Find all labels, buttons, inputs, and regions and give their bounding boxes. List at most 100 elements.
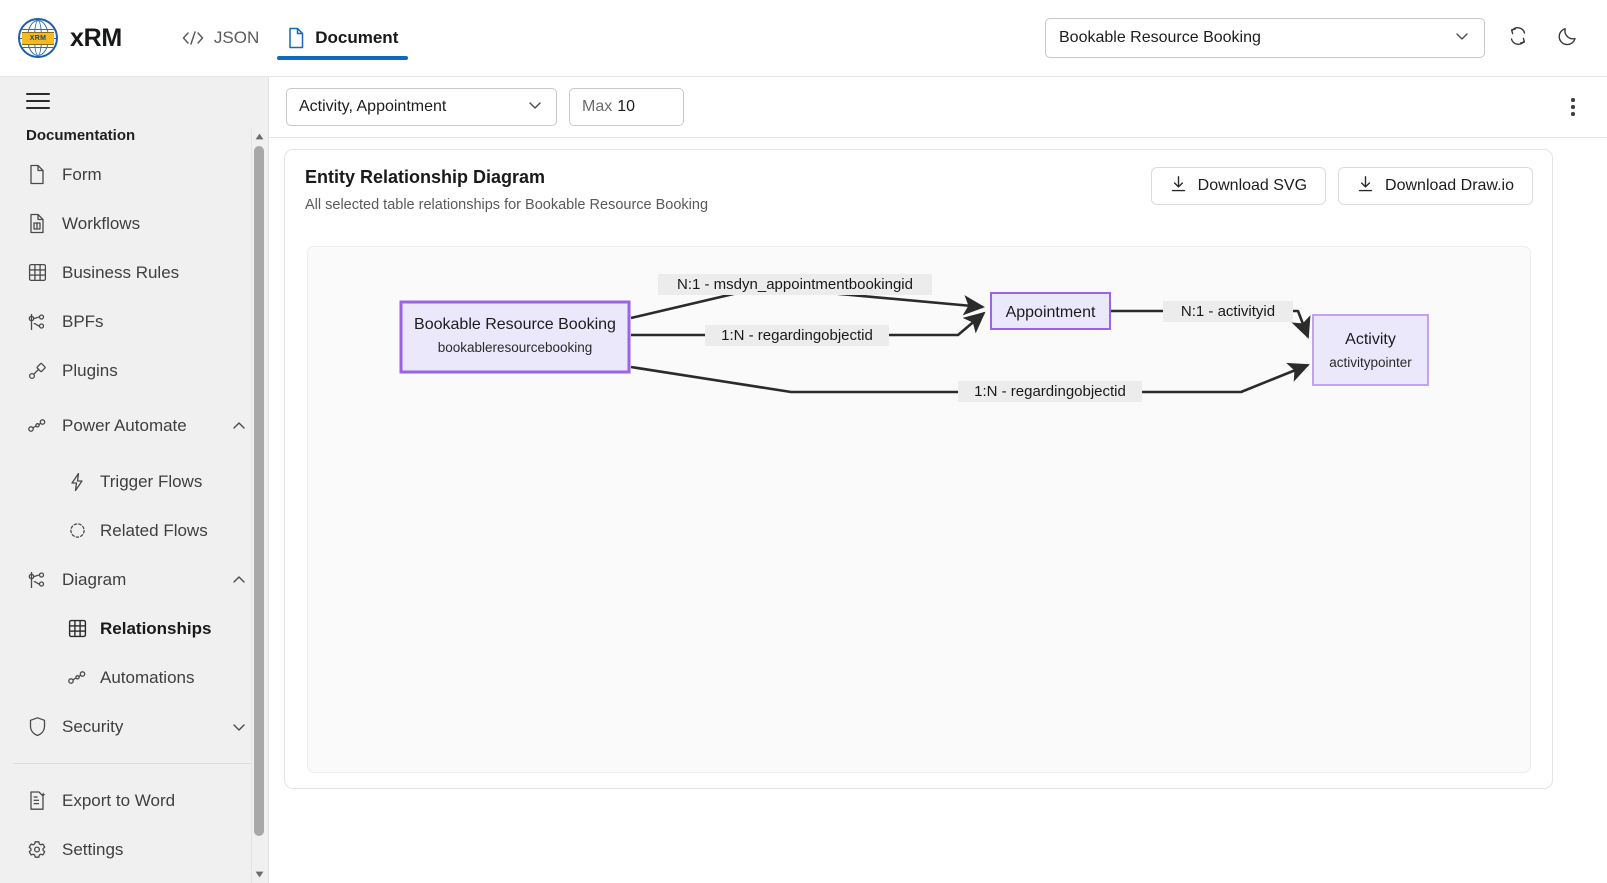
max-input-prefix: Max [582, 98, 613, 115]
grid-icon [26, 263, 48, 282]
erd-edge-label-text: N:1 - activityid [1181, 303, 1275, 320]
globe-icon: XRM [18, 18, 58, 58]
erd-node-appointment[interactable]: Appointment [990, 292, 1111, 330]
sidebar-item-export-to-word[interactable]: Export to Word [0, 776, 268, 825]
theme-toggle-button[interactable] [1551, 21, 1585, 55]
sidebar-item-label: Security [62, 716, 124, 736]
logo-band-text: XRM [22, 32, 54, 45]
kebab-menu-icon[interactable] [1559, 93, 1587, 121]
entity-select-value: Bookable Resource Booking [1059, 29, 1261, 46]
scroll-down-arrow[interactable] [252, 867, 266, 881]
nodes-icon [66, 668, 88, 688]
sidebar-item-settings[interactable]: Settings [0, 825, 268, 874]
erd-edge-label-text: 1:N - regardingobjectid [721, 327, 873, 344]
table-filter-select[interactable]: Activity, Appointment [286, 88, 557, 126]
sidebar-item-workflows[interactable]: Workflows [0, 199, 268, 248]
sidebar-item-label: Business Rules [62, 262, 180, 282]
chevron-up-icon[interactable] [230, 571, 248, 589]
sidebar-item-relationships[interactable]: Relationships [0, 604, 268, 653]
page-title: Entity Relationship Diagram [305, 167, 546, 187]
chevron-down-icon [1453, 27, 1471, 50]
download-drawio-label: Download Draw.io [1385, 177, 1514, 194]
brand-name: xRM [70, 23, 122, 52]
download-svg-button[interactable]: Download SVG [1150, 167, 1327, 205]
refresh-dashed-icon [66, 521, 88, 540]
document-icon [287, 27, 305, 49]
sidebar-item-power-automate[interactable]: Power Automate [0, 395, 268, 457]
erd-canvas[interactable]: N:1 - msdyn_appointmentbookingid 1:N - r… [307, 246, 1531, 773]
sidebar-item-label: Diagram [62, 569, 127, 589]
brand: XRM xRM [18, 18, 122, 58]
sidebar-item-trigger-flows[interactable]: Trigger Flows [0, 457, 268, 506]
gear-icon [26, 840, 48, 860]
max-input-value: 10 [617, 98, 636, 115]
sidebar-item-label: Automations [100, 667, 195, 687]
sidebar-item-diagram[interactable]: Diagram [0, 555, 268, 604]
erd-node-title: Bookable Resource Booking [414, 316, 616, 333]
erd-edge-label: 1:N - regardingobjectid [958, 381, 1142, 402]
sidebar-item-security[interactable]: Security [0, 702, 268, 751]
sidebar-item-form[interactable]: Form [0, 150, 268, 199]
sidebar-item-label: Workflows [62, 213, 141, 233]
file-icon [26, 164, 48, 185]
download-drawio-button[interactable]: Download Draw.io [1338, 167, 1533, 205]
sidebar-item-business-rules[interactable]: Business Rules [0, 248, 268, 297]
sidebar-scrollbar[interactable] [251, 129, 265, 883]
sidebar-item-label: Settings [62, 839, 124, 859]
sidebar-scrollbar-thumb[interactable] [254, 146, 264, 836]
tab-json-label: JSON [213, 28, 260, 47]
erd-node-title: Activity [1345, 331, 1396, 348]
sidebar-item-label: BPFs [62, 311, 104, 331]
scroll-up-arrow[interactable] [252, 129, 266, 143]
erd-node-title: Appointment [1006, 304, 1096, 321]
sidebar-item-related-flows[interactable]: Related Flows [0, 506, 268, 555]
sidebar-item-label: Trigger Flows [100, 471, 203, 491]
app-header: XRM xRM JSON Document Bookable Resource … [0, 0, 1607, 77]
hamburger-icon[interactable] [26, 93, 50, 109]
erd-svg: N:1 - msdyn_appointmentbookingid 1:N - r… [399, 274, 1429, 402]
sidebar: Documentation Form Workflows Business Ru… [0, 77, 269, 883]
lightning-icon [66, 472, 88, 492]
moon-icon [1556, 24, 1580, 53]
branch-icon [26, 570, 48, 590]
erd-edge-label: N:1 - activityid [1163, 301, 1293, 322]
download-icon [1357, 175, 1374, 198]
chevron-down-icon[interactable] [230, 718, 248, 736]
tab-document[interactable]: Document [273, 0, 412, 77]
toolbar: Activity, Appointment Max 10 [269, 77, 1607, 138]
max-depth-input[interactable]: Max 10 [569, 88, 684, 126]
table-filter-value: Activity, Appointment [299, 98, 447, 115]
main-content: Activity, Appointment Max 10 Entity Rela… [269, 77, 1607, 883]
chevron-up-icon[interactable] [230, 417, 248, 435]
workflow-doc-icon [26, 213, 48, 234]
sidebar-section-title: Documentation [26, 127, 136, 144]
erd-edge-labels: N:1 - msdyn_appointmentbookingid 1:N - r… [658, 274, 1293, 402]
erd-node-bookable-resource-booking[interactable]: Bookable Resource Booking bookableresour… [399, 300, 631, 374]
download-icon [1170, 175, 1187, 198]
erd-edge-label: N:1 - msdyn_appointmentbookingid [658, 274, 932, 295]
tab-json[interactable]: JSON [168, 0, 273, 77]
code-icon [182, 29, 204, 47]
sidebar-item-bpfs[interactable]: BPFs [0, 297, 268, 346]
export-word-icon [26, 790, 48, 811]
grid-icon [66, 619, 88, 638]
header-right: Bookable Resource Booking [1045, 18, 1585, 58]
sidebar-item-plugins[interactable]: Plugins [0, 346, 268, 395]
sidebar-item-automations[interactable]: Automations [0, 653, 268, 702]
tab-document-label: Document [315, 28, 399, 47]
entity-select[interactable]: Bookable Resource Booking [1045, 18, 1485, 58]
erd-edge-label: 1:N - regardingobjectid [705, 325, 889, 346]
sidebar-item-label: Relationships [100, 618, 212, 638]
erd-card-actions: Download SVG Download Draw.io [1150, 167, 1533, 205]
erd-node-activity[interactable]: Activity activitypointer [1312, 314, 1429, 386]
erd-edge-label-text: N:1 - msdyn_appointmentbookingid [677, 276, 913, 293]
erd-edge-label-text: 1:N - regardingobjectid [974, 383, 1126, 400]
download-svg-label: Download SVG [1197, 177, 1308, 194]
page-subtitle: All selected table relationships for Boo… [305, 197, 709, 213]
refresh-button[interactable] [1501, 21, 1535, 55]
shield-icon [26, 716, 48, 737]
sidebar-item-label: Form [62, 164, 102, 184]
plug-icon [26, 361, 48, 381]
branch-icon [26, 312, 48, 332]
erd-card: Entity Relationship Diagram All selected… [284, 149, 1553, 789]
